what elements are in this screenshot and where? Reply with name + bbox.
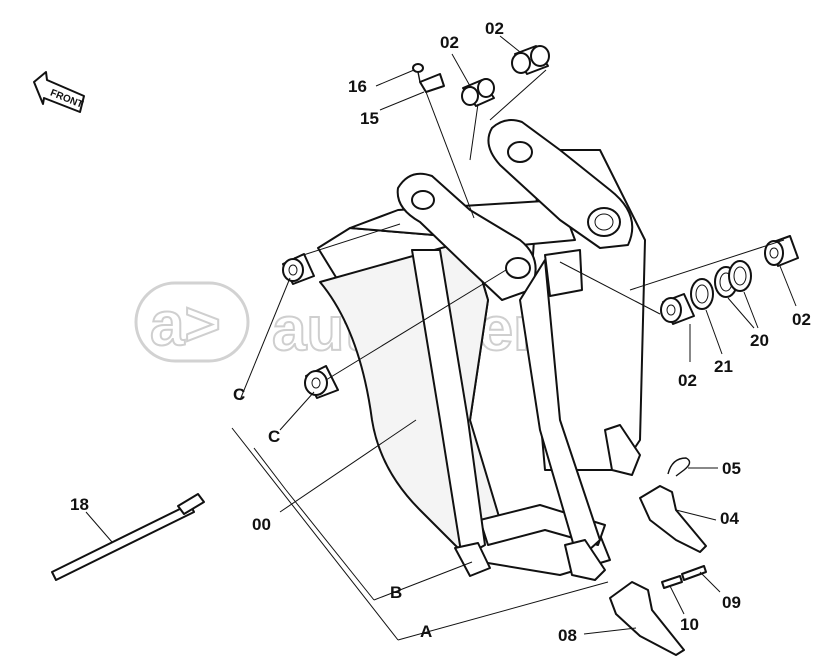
arrow-left-icon (33, 71, 85, 113)
bushing-02-top-left (461, 78, 495, 107)
front-indicator: FRONT (33, 71, 85, 113)
label-00: 00 (252, 515, 271, 534)
pin-10 (661, 575, 683, 589)
label-18: 18 (70, 495, 89, 514)
bushing-02-lower-right (660, 293, 695, 325)
o-ring-20b (728, 260, 752, 292)
bucket-assembly (317, 119, 646, 581)
label-a: A (420, 622, 432, 641)
left-boss-hole-2 (505, 257, 531, 279)
lock-clip-05 (667, 457, 691, 477)
part-labels: 02 02 16 15 02 20 21 02 05 04 09 10 08 1… (70, 19, 811, 645)
watermark-logo-frame (134, 281, 250, 363)
label-20: 20 (750, 331, 769, 350)
adapter-04 (639, 485, 707, 553)
bolt-16 (412, 63, 424, 83)
label-04: 04 (720, 509, 739, 528)
label-02-top-right: 02 (485, 19, 504, 38)
label-c-upper: C (233, 385, 245, 404)
label-02-top-left: 02 (440, 33, 459, 52)
label-02-right: 02 (792, 310, 811, 329)
bushing-02-right (764, 235, 799, 267)
label-10: 10 (680, 615, 699, 634)
bushing-c-upper (282, 253, 315, 285)
right-boss-hole-2 (587, 207, 621, 237)
watermark-logo: a> (150, 290, 221, 359)
pin-stopper-bracket (544, 249, 583, 297)
tooth-adapter-center (564, 539, 606, 581)
grease-rod-18 (51, 493, 205, 581)
pin-09 (681, 565, 707, 581)
plate-15 (419, 73, 445, 93)
tooth-08 (609, 581, 685, 656)
leader-lines (85, 35, 797, 641)
shim-21 (690, 278, 714, 310)
label-02-lower: 02 (678, 371, 697, 390)
label-16: 16 (348, 77, 367, 96)
label-b: B (390, 583, 402, 602)
right-boss-bore (594, 213, 614, 231)
label-21: 21 (714, 357, 733, 376)
label-c-lower: C (268, 427, 280, 446)
right-boss-hole (507, 141, 533, 163)
left-rib (411, 249, 486, 559)
tooth-adapter-left (454, 542, 491, 577)
left-boss-hole (411, 190, 435, 210)
label-09: 09 (722, 593, 741, 612)
label-15: 15 (360, 109, 379, 128)
bushing-02-top-right (511, 45, 550, 75)
label-05: 05 (722, 459, 741, 478)
label-08: 08 (558, 626, 577, 645)
tooth-adapter-right (604, 424, 641, 476)
bushing-c-lower (304, 365, 339, 399)
